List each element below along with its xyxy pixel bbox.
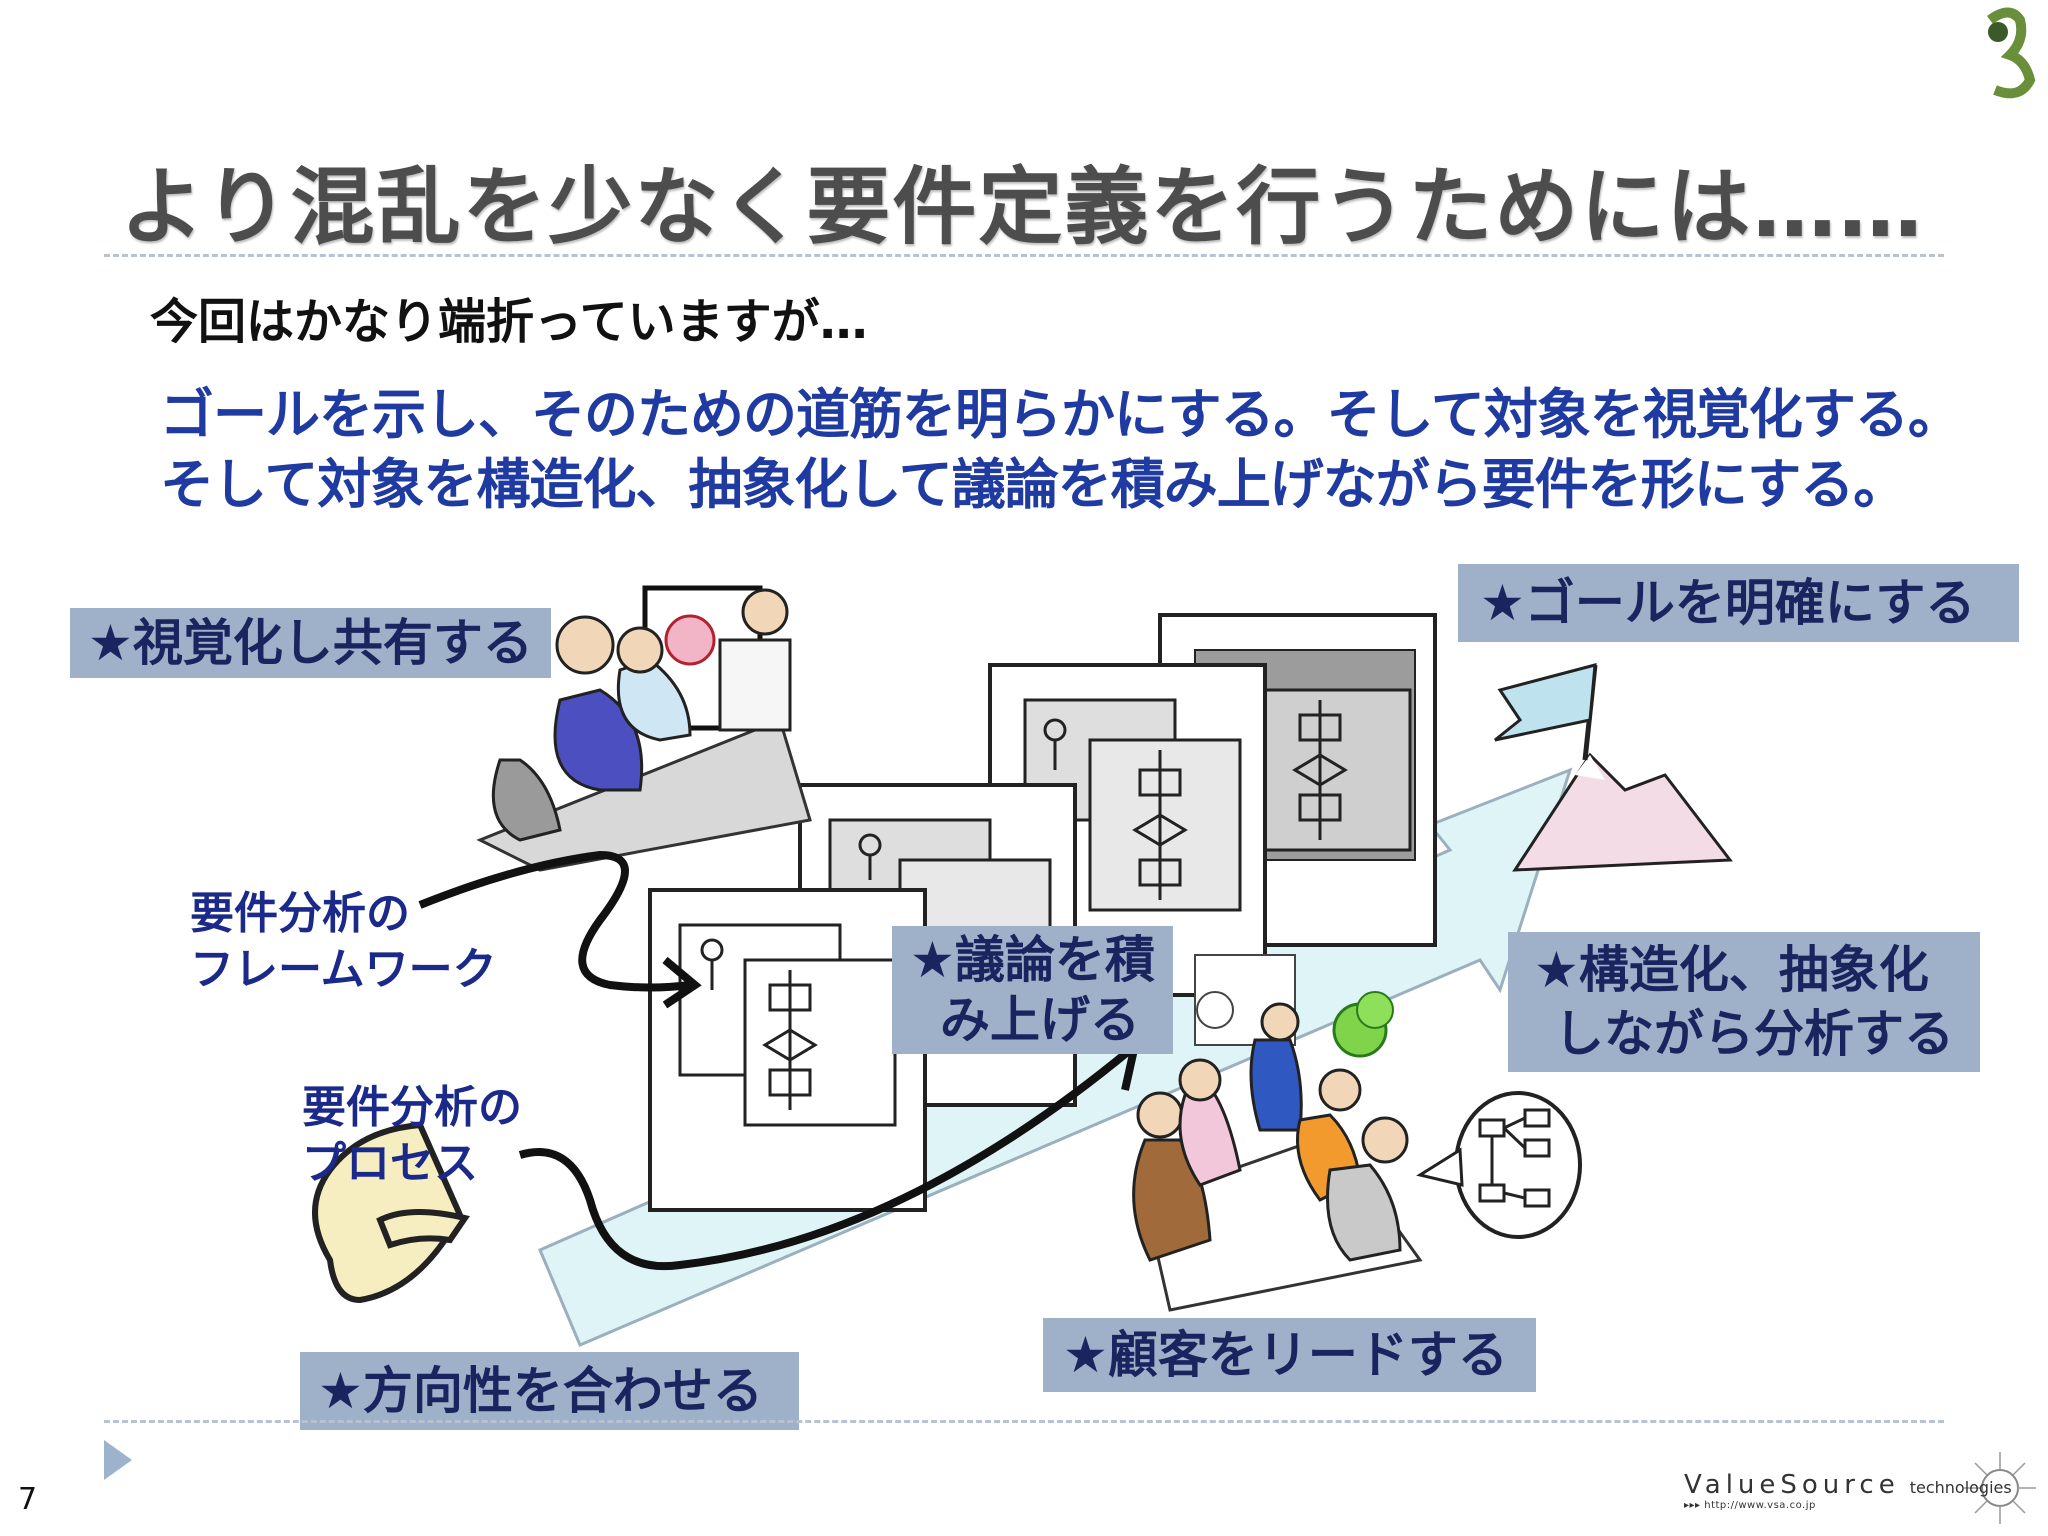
goal-mountain-flag bbox=[1494, 663, 1733, 872]
label-structure-line-2: しながら分析する bbox=[1554, 1005, 1954, 1063]
pointer-framework-line-1: 要件分析の bbox=[190, 888, 410, 939]
page-number: 7 bbox=[18, 1482, 38, 1517]
customer-meeting-illustration bbox=[1132, 954, 1423, 1312]
label-visualize: ★視覚化し共有する bbox=[70, 608, 551, 678]
pointing-hand-icon bbox=[312, 1121, 470, 1304]
speech-bubble-diagram bbox=[1416, 1091, 1582, 1239]
footer-brand-logo: ValueSource technologies ▸▸▸ http://www.v… bbox=[1684, 1470, 2012, 1511]
label-lead: ★顧客をリードする bbox=[1043, 1318, 1536, 1392]
footer-url: ▸▸▸ http://www.vsa.co.jp bbox=[1684, 1500, 1816, 1511]
meeting-illustration-top bbox=[476, 585, 812, 872]
pointer-framework-text: 要件分析の フレームワーク bbox=[190, 886, 497, 998]
pointer-process-line-1: 要件分析の bbox=[302, 1082, 522, 1133]
footer-divider bbox=[104, 1420, 1944, 1423]
footer-brand-name: ValueSource bbox=[1684, 1470, 1900, 1500]
label-discuss-line-1: ★議論を積 bbox=[910, 931, 1155, 989]
footer-triangle-icon bbox=[104, 1440, 132, 1480]
title-divider bbox=[104, 254, 1944, 257]
slide-title: より混乱を少なく要件定義を行うためには…… bbox=[120, 158, 1925, 256]
key-message-line-2: そして対象を構造化、抽象化して議論を積み上げながら要件を形にする。 bbox=[160, 453, 1907, 516]
sun-logo-icon bbox=[1964, 1452, 2036, 1524]
slide-subtitle: 今回はかなり端折っていますが… bbox=[150, 294, 868, 350]
label-goal: ★ゴールを明確にする bbox=[1458, 564, 2020, 642]
pointer-process-line-2: プロセス bbox=[302, 1138, 478, 1189]
key-message-line-1: ゴールを示し、そのための道筋を明らかにする。そして対象を視覚化する。 bbox=[160, 383, 1962, 446]
label-discuss-line-2: み上げる bbox=[940, 991, 1140, 1049]
corner-logo-icon bbox=[1987, 7, 2036, 99]
framework-pointer-arrow bbox=[418, 850, 691, 992]
pointer-framework-line-2: フレームワーク bbox=[190, 944, 497, 995]
label-direction: ★方向性を合わせる bbox=[300, 1352, 799, 1430]
key-message: ゴールを示し、そのための道筋を明らかにする。そして対象を視覚化する。 そして対象… bbox=[160, 380, 1962, 520]
label-structure-line-1: ★構造化、抽象化 bbox=[1534, 941, 1929, 999]
label-structure: ★構造化、抽象化 しながら分析する bbox=[1508, 932, 1980, 1072]
footer-brand-suffix: technologies bbox=[1909, 1478, 2012, 1497]
pointer-process-text: 要件分析の プロセス bbox=[302, 1080, 522, 1192]
process-pointer-arrow bbox=[518, 1046, 1133, 1271]
label-discuss: ★議論を積 み上げる bbox=[892, 926, 1173, 1054]
